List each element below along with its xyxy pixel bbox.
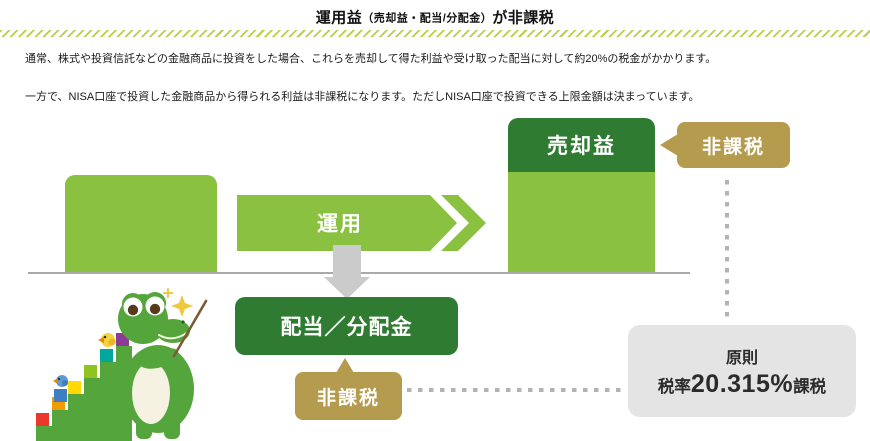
sparkle-plus-icon <box>163 288 173 298</box>
block-blue <box>54 389 67 402</box>
dividend-box: 配当／分配金 <box>235 297 458 355</box>
tax-free-badge-bottom-label: 非課税 <box>316 387 380 409</box>
block-teal <box>100 349 113 362</box>
principle-line1: 原則 <box>725 349 758 367</box>
mascot-leg-left <box>136 419 152 439</box>
tax-rate-value: 20.315% <box>690 369 794 398</box>
down-arrow-icon <box>324 245 370 299</box>
tax-free-badge-top-label: 非課税 <box>701 136 765 158</box>
mascot-smile <box>158 331 189 340</box>
mascot-nostril <box>181 320 185 324</box>
flow-arrow-label: 運用 <box>317 213 363 236</box>
yellow-bird <box>98 333 116 347</box>
initial-investment-bar <box>65 175 217 272</box>
block-yellow <box>68 381 81 394</box>
mascot-staircase <box>36 346 132 441</box>
principal-segment <box>508 172 655 272</box>
title-main-pre: 運用益 <box>315 9 363 27</box>
sparkle-star-icon <box>171 295 193 317</box>
mascot-pupil-left <box>127 304 139 316</box>
block-lightgreen <box>84 365 97 378</box>
tax-rate-suffix: 課税 <box>793 377 827 396</box>
pointer-stick <box>172 299 208 358</box>
intro-paragraph-1: 通常、株式や投資信託などの金融商品に投資をした場合、これらを売却して得た利益や受… <box>25 53 717 65</box>
page-title: 運用益（売却益・配当/分配金）が非課税 <box>0 6 870 29</box>
flow-arrow <box>237 195 486 251</box>
mascot-belly <box>132 362 170 424</box>
dividend-label: 配当／分配金 <box>280 316 413 339</box>
tax-free-badge-top: 非課税 <box>660 122 790 168</box>
crocodile-mascot <box>36 288 208 441</box>
intro-paragraph-2: 一方で、NISA口座で投資した金融商品から得られる利益は非課税になります。ただし… <box>25 91 700 103</box>
block-red <box>36 413 49 426</box>
mascot-pupil-right <box>149 303 161 315</box>
blue-bird <box>53 375 68 387</box>
mascot-arm <box>140 353 174 369</box>
capital-gain-segment: 売却益 <box>508 118 655 172</box>
mascot-leg-right <box>164 419 180 439</box>
capital-gain-label: 売却益 <box>547 135 616 158</box>
dashed-connector-horizontal <box>407 388 623 392</box>
striped-divider <box>0 30 870 37</box>
tax-rate-prefix: 税率 <box>657 377 691 396</box>
title-parenthetical: （売却益・配当/分配金） <box>362 12 493 25</box>
dashed-connector-vertical <box>725 180 729 320</box>
title-main-post: が非課税 <box>492 9 555 27</box>
tax-free-badge-bottom: 非課税 <box>295 358 402 420</box>
